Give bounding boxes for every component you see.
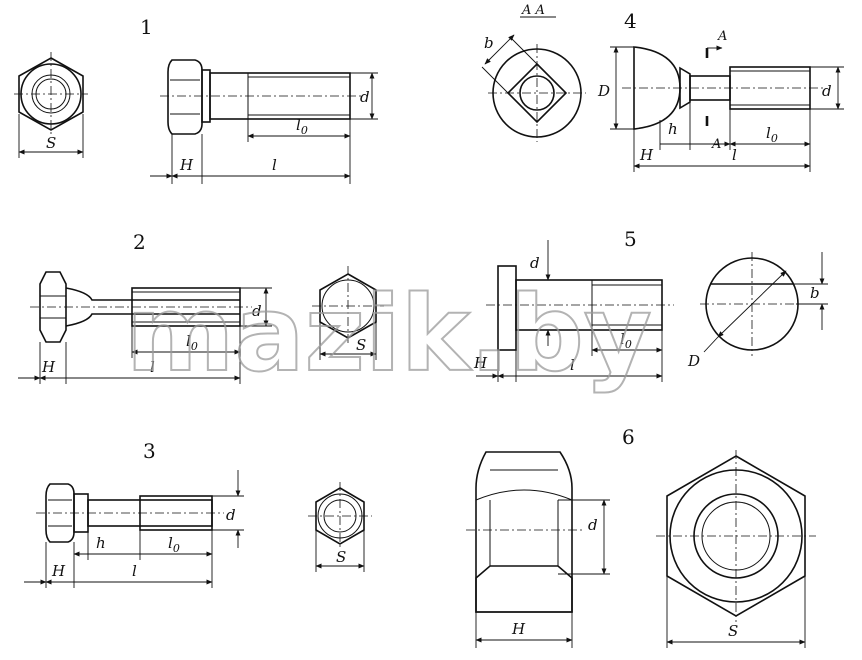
figure-3-side-view: h l0 H l d xyxy=(24,470,244,588)
figure-4-section-label: A A xyxy=(521,3,545,18)
figure-5-label-l: l xyxy=(570,356,575,374)
figure-3-label-l0: l0 xyxy=(168,534,180,555)
figure-2-label-s: S xyxy=(356,336,366,354)
figure-3-label-h: h xyxy=(96,534,106,552)
figure-1-end-view: S xyxy=(14,52,88,158)
figure-6: 6 d H S xyxy=(466,425,816,648)
figure-4-label-l0: l0 xyxy=(766,124,778,145)
figure-3-label-s: S xyxy=(336,548,346,566)
figure-2: 2 H l l0 d xyxy=(18,230,384,384)
figure-5-side-view: d H l l0 xyxy=(473,240,674,382)
figure-3-label-d: d xyxy=(226,506,236,524)
figure-6-end-view: S xyxy=(656,450,816,648)
figure-1-number: 1 xyxy=(140,15,153,39)
figure-4-label-d: d xyxy=(822,82,832,100)
figure-2-label-h: H xyxy=(41,358,56,376)
figure-4-label-a-bottom: A xyxy=(711,137,721,152)
figure-5-label-b: b xyxy=(810,284,820,302)
figure-5-end-view: b D xyxy=(687,252,828,370)
figure-4-section-view: A A b xyxy=(481,3,586,142)
figure-2-side-view: H l l0 d xyxy=(18,271,272,384)
figure-4-label-h: h xyxy=(668,120,678,138)
figure-1-label-s: S xyxy=(46,134,56,152)
figure-5-number: 5 xyxy=(624,227,637,251)
figure-1-label-l0: l0 xyxy=(296,116,308,137)
figure-1-side-view: H l l0 d xyxy=(150,59,378,184)
figure-2-number: 2 xyxy=(133,230,146,254)
figure-1-label-h: H xyxy=(179,156,194,174)
figure-6-side-view: d H xyxy=(466,451,610,648)
figure-6-label-s: S xyxy=(728,622,738,640)
figure-3-label-h-head: H xyxy=(51,562,66,580)
figure-4-label-d-head: D xyxy=(597,82,610,100)
figure-1-label-l: l xyxy=(272,156,277,174)
figure-4: 4 A A b A xyxy=(481,3,844,172)
figure-6-number: 6 xyxy=(622,425,635,449)
figure-4-label-h-head: H xyxy=(639,146,654,164)
figure-6-label-d: d xyxy=(588,516,598,534)
figure-5-label-l0: l0 xyxy=(620,330,632,351)
figure-1: 1 S xyxy=(14,15,378,184)
figure-2-label-d: d xyxy=(252,302,262,320)
figure-1-label-d: d xyxy=(360,88,370,106)
watermark: mazik.by xyxy=(126,273,652,395)
figure-5-label-h: H xyxy=(473,354,488,372)
figure-2-end-view: S xyxy=(312,266,384,360)
figure-3-label-l: l xyxy=(132,562,137,580)
figure-4-side-view: A D h H A l0 l d xyxy=(597,29,844,172)
figure-5: 5 d H l l0 xyxy=(473,227,828,382)
figure-4-number: 4 xyxy=(624,9,637,33)
figure-4-label-a-top: A xyxy=(717,29,727,44)
figure-5-label-d: d xyxy=(530,254,540,272)
figure-3-end-view: S xyxy=(308,482,372,572)
figure-4-label-b: b xyxy=(484,34,494,52)
figure-6-label-h: H xyxy=(511,620,526,638)
figure-3: 3 h l0 H l d xyxy=(24,439,372,588)
figure-2-label-l: l xyxy=(150,358,155,376)
figure-2-label-l0: l0 xyxy=(186,332,198,353)
figure-3-number: 3 xyxy=(143,439,156,463)
figure-4-label-l: l xyxy=(732,146,737,164)
figure-5-label-d-head: D xyxy=(687,352,700,370)
